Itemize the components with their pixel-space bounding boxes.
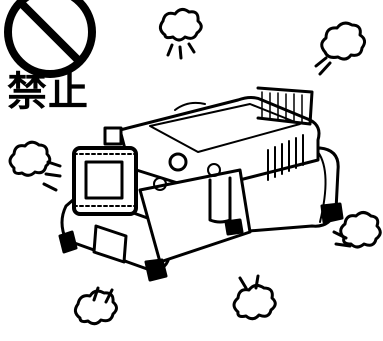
- exhaust-puff-icon: [314, 21, 367, 76]
- exhaust-puff-icon: [332, 211, 382, 249]
- exhaust-puff-icon: [8, 140, 62, 192]
- exhaust-puff-icon: [232, 274, 277, 321]
- exhaust-puff-icon: [158, 7, 203, 60]
- exhaust-puff-icon: [73, 286, 118, 326]
- prohibition-icon: [4, 0, 96, 78]
- compressor-icon: [58, 86, 344, 282]
- prohibited-label: 禁止: [7, 69, 89, 115]
